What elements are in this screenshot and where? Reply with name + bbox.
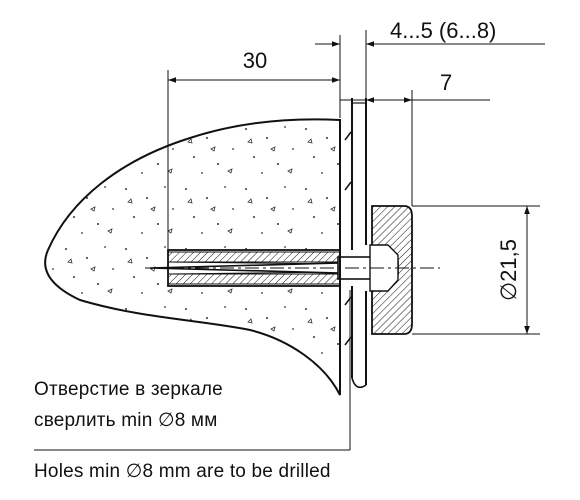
dimension-30: [167, 35, 341, 250]
dimension-gap: [315, 30, 545, 98]
dimension-30-label: 30: [243, 48, 267, 73]
dimension-diameter: [412, 205, 540, 335]
note-ru-line2: сверлить min ∅8 мм: [34, 410, 218, 431]
mirror-plate: [339, 98, 367, 395]
dimension-gap-label: 4...5 (6...8): [390, 18, 496, 43]
note-leader: [34, 290, 351, 451]
decorative-cap: [369, 205, 413, 335]
dimension-7-label: 7: [440, 70, 452, 95]
note-ru-line1: Отверстие в зеркале: [34, 379, 223, 400]
note-en-line: Holes min ∅8 mm are to be drilled: [34, 461, 331, 482]
dimension-7: [340, 90, 490, 206]
dimension-diameter-label: ∅21,5: [496, 239, 521, 301]
